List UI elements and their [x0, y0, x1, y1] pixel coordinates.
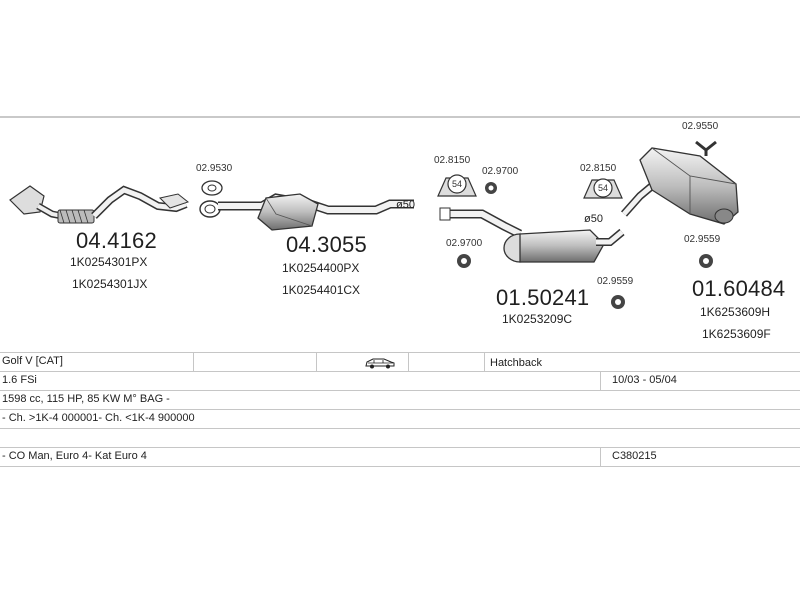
oe-number: 1K0254401CX: [282, 283, 361, 297]
hanger-02-9550[interactable]: [695, 140, 717, 156]
oe-number: 1K6253609F: [702, 327, 771, 341]
table-row: 1598 cc, 115 HP, 85 KW M° BAG -: [0, 390, 800, 409]
rubber-mount-02-9559-b[interactable]: [611, 295, 625, 309]
fitting-ref[interactable]: 02.9550: [682, 121, 719, 132]
engine: 1.6 FSi: [2, 374, 37, 386]
hatchback-car-icon: [364, 357, 396, 372]
fitting-ref[interactable]: 02.9700: [482, 166, 519, 177]
table-row: [0, 428, 800, 447]
set-code: C380215: [612, 450, 657, 462]
vehicle-model: Golf V [CAT]: [2, 355, 63, 367]
table-row: 1.6 FSi 10/03 - 05/04: [0, 371, 800, 390]
part-number[interactable]: 01.50241: [496, 285, 590, 310]
table-row: - CO Man, Euro 4- Kat Euro 4 C380215: [0, 447, 800, 467]
part-number[interactable]: 04.4162: [76, 228, 157, 253]
emission-info: - CO Man, Euro 4- Kat Euro 4: [2, 450, 147, 462]
part-number[interactable]: 01.60484: [692, 276, 786, 301]
diameter-label-1: ø50: [396, 199, 415, 211]
clamp-02-8150-a[interactable]: [437, 174, 477, 197]
fitting-ref[interactable]: 02.9700: [446, 238, 483, 249]
table-row: - Ch. >1K-4 000001- Ch. <1K-4 900000: [0, 409, 800, 428]
part-number[interactable]: 04.3055: [286, 232, 367, 257]
column-divider: [408, 353, 409, 371]
clamp-02-8150-b[interactable]: [583, 178, 623, 199]
fitting-ref[interactable]: 02.9530: [196, 163, 233, 174]
fitting-ref[interactable]: 02.9559: [684, 234, 721, 245]
exhaust-diagram: [9, 140, 739, 309]
chassis-range: - Ch. >1K-4 000001- Ch. <1K-4 900000: [2, 412, 195, 424]
column-divider: [600, 448, 601, 466]
oe-number: 1K0253209C: [502, 312, 573, 326]
catalytic-converter-drawing[interactable]: [199, 193, 414, 231]
oe-number: 1K0254400PX: [282, 261, 360, 275]
top-separator: [0, 116, 800, 118]
column-divider: [193, 353, 194, 371]
tick-mark: ': [538, 314, 540, 325]
production-period: 10/03 - 05/04: [612, 374, 677, 386]
fitting-ref[interactable]: 02.8150: [580, 163, 617, 174]
application-table: Golf V [CAT] Hatchback 1.6 FSi 10/03 - 0…: [0, 352, 800, 467]
body-type: Hatchback: [490, 357, 542, 369]
oe-number: 1K0254301PX: [70, 255, 148, 269]
front-pipe-drawing[interactable]: [9, 185, 190, 224]
column-divider: [484, 353, 485, 371]
rear-silencer-drawing[interactable]: [621, 147, 739, 225]
rubber-mount-02-9559-a[interactable]: [699, 254, 713, 268]
bracket-02-9700-b[interactable]: [457, 254, 471, 268]
oe-number: 1K0254301JX: [72, 277, 148, 291]
engine-spec: 1598 cc, 115 HP, 85 KW M° BAG -: [2, 393, 170, 405]
clamp-size-a: 54: [452, 179, 463, 189]
diameter-label-2: ø50: [584, 213, 603, 225]
bracket-02-9700-a[interactable]: [485, 182, 497, 194]
table-row: Golf V [CAT] Hatchback: [0, 352, 800, 371]
clamp-size-b: 54: [598, 183, 609, 193]
fitting-ref[interactable]: 02.9559: [597, 276, 634, 287]
gasket-02-9530[interactable]: [201, 180, 223, 196]
column-divider: [600, 372, 601, 390]
column-divider: [316, 353, 317, 371]
fitting-ref[interactable]: 02.8150: [434, 155, 471, 166]
centre-silencer-drawing[interactable]: [439, 207, 625, 263]
oe-number: 1K6253609H: [700, 305, 771, 319]
